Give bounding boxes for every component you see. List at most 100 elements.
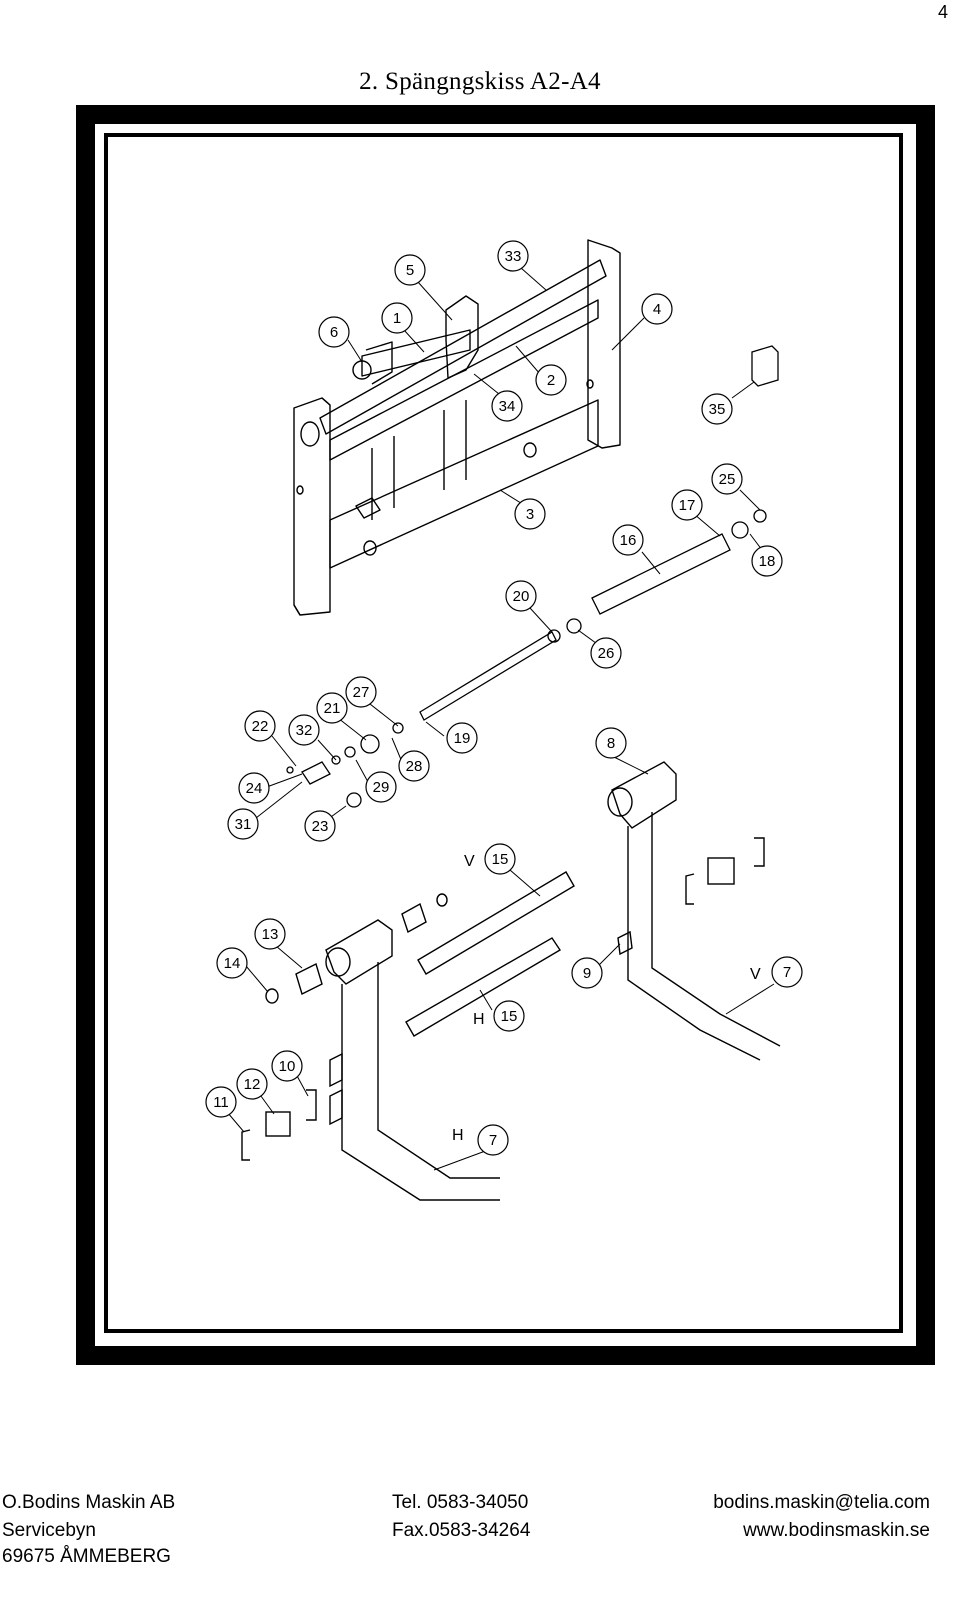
fork-sleeve-8 bbox=[611, 761, 677, 829]
frame-assembly bbox=[293, 239, 621, 616]
callout-19: 19 bbox=[446, 722, 478, 754]
svg-text:16: 16 bbox=[620, 532, 637, 549]
svg-text:7: 7 bbox=[783, 964, 791, 981]
svg-text:24: 24 bbox=[246, 780, 263, 797]
side-label-v-7: V bbox=[750, 966, 761, 983]
cylinder-15-h bbox=[405, 937, 561, 1037]
footer-email[interactable]: bodins.maskin@telia.com bbox=[713, 1492, 930, 1513]
callout-15-v: 15 bbox=[484, 843, 516, 875]
side-label-h-7: H bbox=[452, 1127, 464, 1144]
svg-text:8: 8 bbox=[607, 735, 615, 752]
svg-text:2: 2 bbox=[547, 372, 555, 389]
slide-block-5 bbox=[445, 295, 479, 379]
svg-text:10: 10 bbox=[279, 1058, 296, 1075]
callout-17: 17 bbox=[671, 489, 703, 521]
callout-7-h: 7 bbox=[477, 1124, 509, 1156]
svg-text:15: 15 bbox=[492, 851, 509, 868]
callout-34: 34 bbox=[491, 390, 523, 422]
svg-text:19: 19 bbox=[454, 730, 471, 747]
svg-text:33: 33 bbox=[505, 248, 522, 265]
side-letters: V V H H bbox=[452, 853, 761, 1144]
callout-26: 26 bbox=[590, 637, 622, 669]
fitting-18 bbox=[731, 521, 749, 539]
callout-25: 25 bbox=[711, 463, 743, 495]
callout-32: 32 bbox=[288, 714, 320, 746]
callout-11: 11 bbox=[205, 1086, 237, 1118]
callout-6: 6 bbox=[318, 316, 350, 348]
callout-4: 4 bbox=[641, 293, 673, 325]
svg-text:14: 14 bbox=[224, 955, 241, 972]
svg-text:5: 5 bbox=[406, 262, 414, 279]
callout-10: 10 bbox=[271, 1050, 303, 1082]
svg-text:26: 26 bbox=[598, 645, 615, 662]
svg-text:11: 11 bbox=[213, 1094, 229, 1111]
footer-website[interactable]: www.bodinsmaskin.se bbox=[743, 1520, 930, 1541]
svg-text:27: 27 bbox=[353, 684, 370, 701]
callout-3: 3 bbox=[514, 498, 546, 530]
callout-13: 13 bbox=[254, 918, 286, 950]
fork-sleeve-h bbox=[325, 919, 393, 985]
callout-8: 8 bbox=[595, 727, 627, 759]
svg-text:32: 32 bbox=[296, 722, 313, 739]
callout-21: 21 bbox=[316, 692, 348, 724]
svg-text:18: 18 bbox=[759, 553, 776, 570]
nut-25 bbox=[753, 509, 767, 523]
callout-28: 28 bbox=[398, 750, 430, 782]
top-bar bbox=[319, 259, 607, 435]
callout-12: 12 bbox=[236, 1068, 268, 1100]
callout-7-v: 7 bbox=[771, 956, 803, 988]
svg-text:22: 22 bbox=[252, 718, 269, 735]
fork-arm-h bbox=[341, 962, 500, 1201]
bolt-6 bbox=[352, 360, 372, 380]
clip-11 bbox=[241, 1129, 251, 1161]
pin-23 bbox=[346, 792, 362, 808]
callout-29: 29 bbox=[365, 771, 397, 803]
svg-text:25: 25 bbox=[719, 471, 736, 488]
svg-text:17: 17 bbox=[679, 497, 696, 514]
footer-company: O.Bodins Maskin AB bbox=[2, 1492, 176, 1513]
svg-text:28: 28 bbox=[406, 758, 423, 775]
part-callouts: 33 5 4 6 1 2 34 35 25 17 3 16 18 20 26 2… bbox=[205, 240, 803, 1156]
callout-35: 35 bbox=[701, 393, 733, 425]
footer-street: Servicebyn bbox=[2, 1520, 96, 1541]
svg-text:15: 15 bbox=[501, 1008, 518, 1025]
svg-text:12: 12 bbox=[244, 1076, 261, 1093]
svg-text:21: 21 bbox=[324, 700, 341, 717]
svg-text:6: 6 bbox=[330, 324, 338, 341]
bushing-13 bbox=[295, 963, 323, 995]
block-24 bbox=[301, 761, 331, 785]
shaft-1 bbox=[361, 329, 471, 377]
footer-tel: Tel. 0583-34050 bbox=[392, 1492, 529, 1513]
svg-text:31: 31 bbox=[235, 816, 252, 833]
svg-text:3: 3 bbox=[526, 506, 534, 523]
page-title: 2. Spängngskiss A2-A4 bbox=[359, 68, 601, 95]
callout-9: 9 bbox=[571, 957, 603, 989]
fork-arm-v bbox=[627, 812, 781, 1061]
upper-crossbar bbox=[329, 299, 599, 461]
fork-arms bbox=[241, 761, 781, 1201]
callout-22: 22 bbox=[244, 710, 276, 742]
svg-text:34: 34 bbox=[499, 398, 516, 415]
callout-33: 33 bbox=[497, 240, 529, 272]
callout-5: 5 bbox=[394, 254, 426, 286]
callout-24: 24 bbox=[238, 772, 270, 804]
callout-14: 14 bbox=[216, 947, 248, 979]
callout-18: 18 bbox=[751, 545, 783, 577]
valve-block-35 bbox=[751, 345, 779, 387]
svg-text:29: 29 bbox=[373, 779, 390, 796]
clip-10 bbox=[306, 1089, 317, 1121]
side-label-v-15: V bbox=[464, 853, 475, 870]
cylinder-15-v bbox=[417, 871, 575, 975]
callout-16: 16 bbox=[612, 524, 644, 556]
callout-20: 20 bbox=[505, 580, 537, 612]
callout-1: 1 bbox=[381, 302, 413, 334]
lower-crossbar bbox=[329, 399, 599, 569]
callout-2: 2 bbox=[535, 364, 567, 396]
ring-14 bbox=[265, 988, 279, 1004]
callout-27: 27 bbox=[345, 676, 377, 708]
piston-rod-19 bbox=[419, 631, 557, 721]
footer-fax: Fax.0583-34264 bbox=[392, 1520, 531, 1541]
side-label-h-15: H bbox=[473, 1011, 485, 1028]
svg-text:4: 4 bbox=[653, 301, 661, 318]
